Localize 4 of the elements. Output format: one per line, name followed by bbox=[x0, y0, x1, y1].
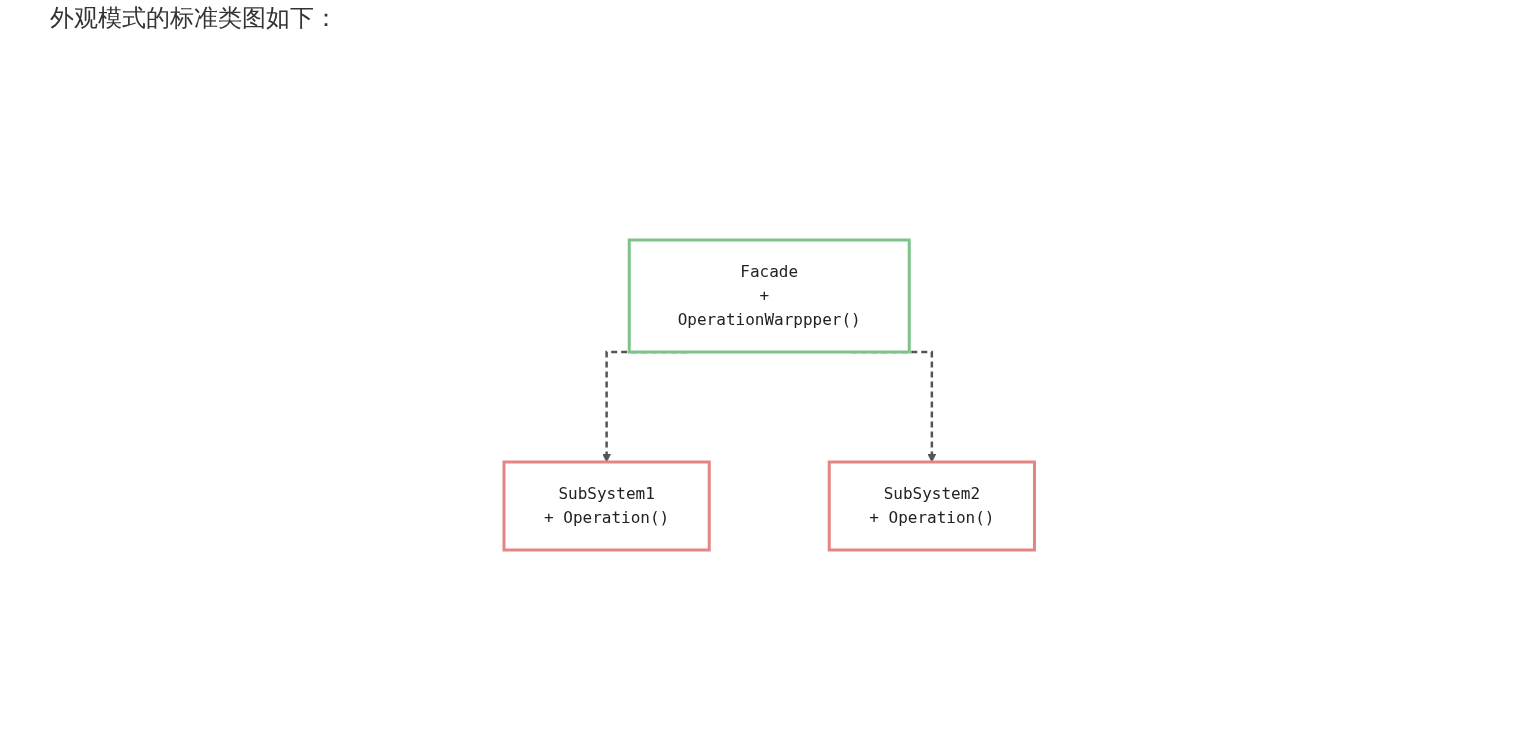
node-box: SubSystem2 + Operation() bbox=[827, 460, 1036, 552]
node-box: Facade + OperationWarppper() bbox=[627, 238, 911, 354]
node-box: SubSystem1 + Operation() bbox=[502, 460, 711, 552]
heading: 外观模式的标准类图如下： bbox=[50, 3, 338, 34]
